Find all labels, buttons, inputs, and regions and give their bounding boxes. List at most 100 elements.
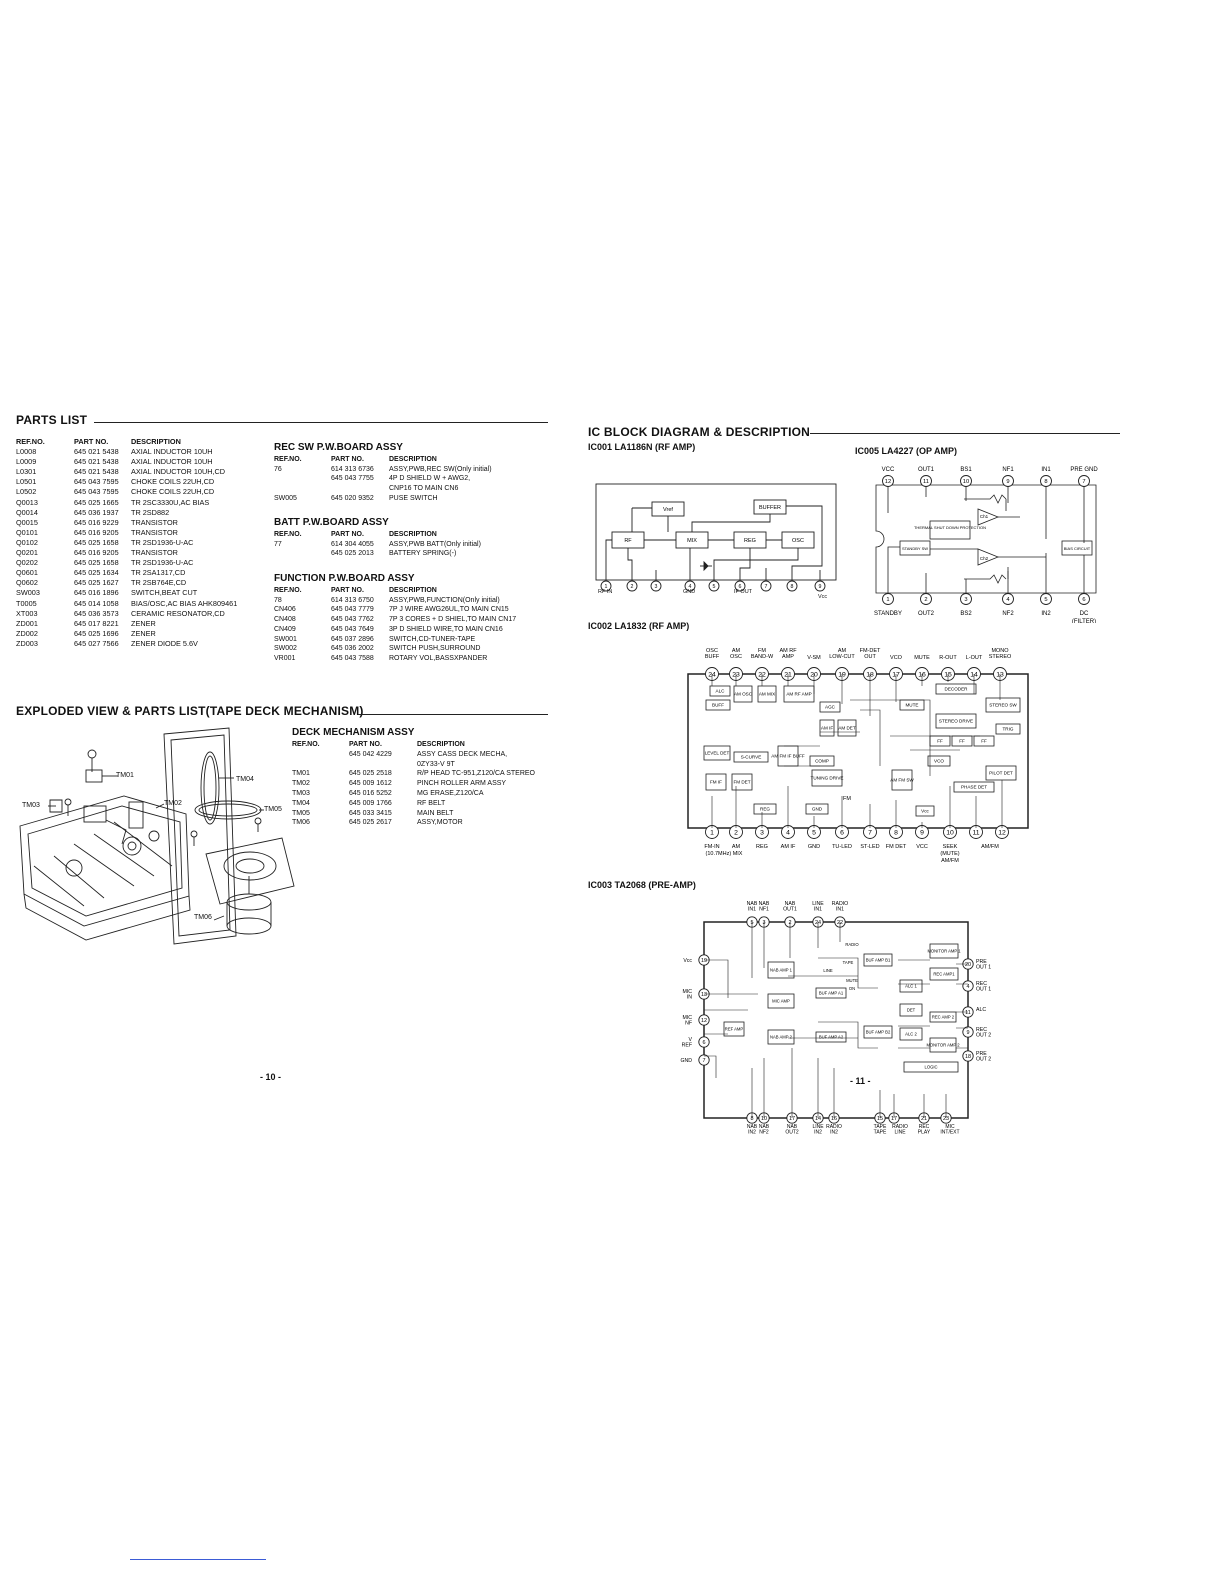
ref-cell: XT003 [16,608,38,618]
ic002-pin-10: 10 [943,825,957,839]
ic002-pin-8-number: 8 [894,829,898,836]
ic002-block-27-label: REG [760,807,770,812]
ic001-label-ifout: IF OUT [734,589,753,595]
ic002-bottom-label: VCC [916,844,928,850]
ic001-label-vcc: Vcc [818,594,828,600]
ic001-title: IC001 LA1186N (RF AMP) [588,442,696,452]
ic003-block-14-label: MONITOR AMP 2 [926,1042,960,1047]
part-cell: 645 025 2617 [349,819,392,827]
ic005-pin-2: 2 [920,593,932,605]
ic002-block-9-label: DECODER [945,687,969,692]
part-cell: 645 009 1612 [349,780,392,788]
ic003-pin-9: 9 [962,1026,974,1038]
ic002-bottom-label: FM-IN [704,844,719,850]
col-part: PART NO. [74,437,109,446]
ic002-pin-11-number: 11 [972,829,979,836]
page-number-left: - 10 - [260,1072,282,1082]
ic002-top-label: MUTE [914,655,930,661]
ic002-bottom-sub: AM/FM [941,858,959,864]
ic003-block-7-label: REF AMP [725,1026,744,1031]
ic001-block-vref: Vref [663,507,673,513]
ref-cell: TM05 [292,809,310,817]
ic001-pin-7-number: 7 [765,584,768,590]
ic002-block-29-label: Vcc [921,809,929,814]
desc-cell: 7P J WIRE AWG26UL,TO MAIN CN15 [389,606,509,614]
ic002-pin-6-number: 6 [840,829,844,836]
ic003-pin-9-number: 9 [966,1030,969,1036]
ref-cell: SW002 [274,645,297,653]
part-cell: 645 016 9229 [74,517,119,527]
ic002-block-9: DECODER [935,683,977,695]
ic001-label-gnd: GND [683,589,696,595]
desc-cell: TR 2SC3330U,AC BIAS [131,497,210,507]
desc-cell: BIAS/OSC,AC BIAS AHK809461 [131,598,238,608]
ic005-pin-4-number: 4 [1006,597,1010,603]
ic002-title: IC002 LA1832 (RF AMP) [588,621,690,631]
ic003-block-3: REC AMP1 [929,967,959,981]
ic001-pin-1: 1 [600,580,612,592]
col-ref: REF.NO. [274,531,302,538]
ic002-block-1-label: AM OSC [734,692,753,697]
ref-cell: SW003 [16,588,40,598]
ic003-pin-7-number: 7 [702,1058,705,1064]
ic003-block-14: MONITOR AMP 2 [926,1037,960,1053]
ic002-block-18: S-CURVE [733,751,769,763]
table-header-row: REF.NO. PART NO. DESCRIPTION [16,437,237,447]
ic003-block-15-label: LOGIC [924,1064,937,1069]
ic005-pin-3-number: 3 [964,597,967,603]
ic001-pin-2: 2 [626,580,638,592]
ref-cell: TM01 [292,770,310,778]
ic002-block-17: LEVEL DET [703,745,731,761]
col-desc: DESCRIPTION [389,531,437,538]
col-desc: DESCRIPTION [417,741,465,748]
ic002-pin-7: 7 [863,825,877,839]
desc-cell: SWITCH PUSH,SURROUND [389,645,481,653]
ic002-bottom-label: AM IF [781,844,796,850]
part-cell: 645 036 1937 [74,507,119,517]
label-tm05: TM05 [264,806,282,813]
desc-cell: 4P D SHIELD W + AWG2, [389,475,471,483]
ic003-pin-7: 7 [698,1054,710,1066]
ic002-block-26-label: PHASE DET [961,785,987,790]
ic002-block-3-label: AM RF AMP [786,692,811,697]
ic002-block-fm: FM [843,796,851,802]
ic002-block-4: BUFF [705,699,731,711]
ic003-pin-12: 12 [698,1014,710,1026]
ic002-block-24-label: AM FM SW [890,778,914,783]
ref-cell: TM06 [292,819,310,827]
part-cell [331,484,389,494]
desc-cell: ZENER [131,628,156,638]
ic003-block-13-label: ALC 2 [905,1031,917,1036]
ic002-block-0-label: ALC [716,689,726,694]
part-cell: 645 036 3573 [74,608,119,618]
label-tm04: TM04 [236,776,254,783]
ref-cell [274,484,331,494]
ic002-block-10-label: STEREO SW [989,703,1017,708]
ic002-block-23-label: TUNING DRIVE [811,776,844,781]
ic001-pin-6-number: 6 [739,584,742,590]
ic003-block-8: DET [899,1003,923,1017]
part-cell [349,760,417,770]
